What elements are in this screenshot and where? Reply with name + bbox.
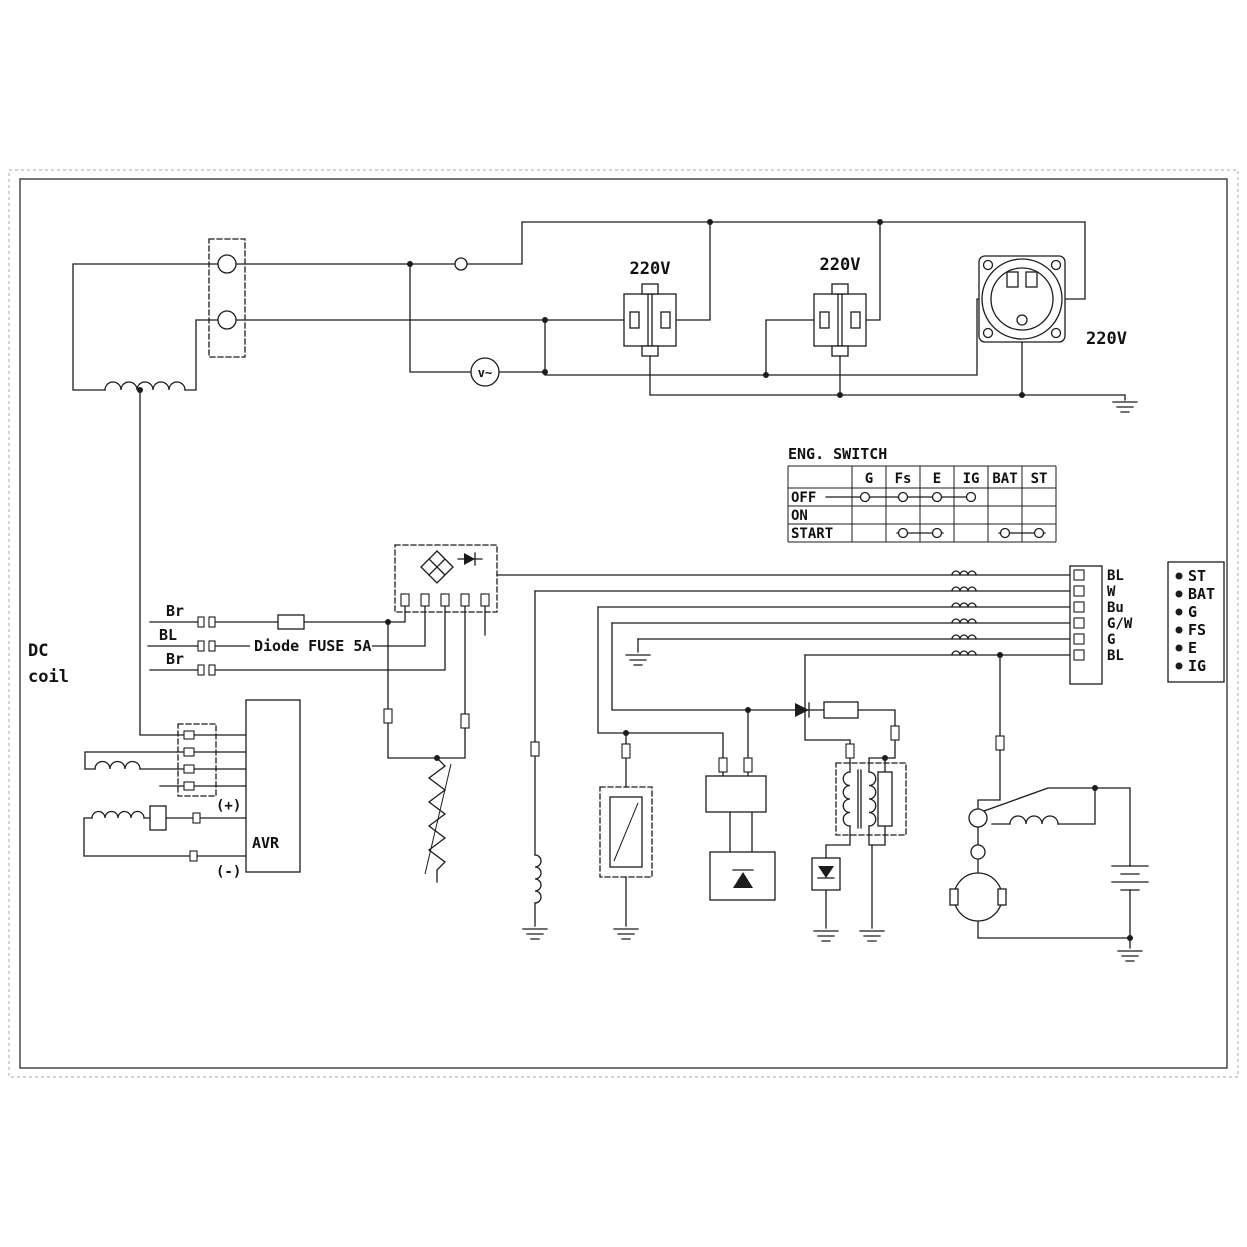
wire-dc-coil-leads <box>83 817 247 857</box>
terminal-circle-2 <box>217 310 237 330</box>
pin-label-e: E <box>1188 639 1197 657</box>
diode-fuse-label-bg <box>250 638 372 654</box>
col-e: E <box>933 471 941 487</box>
voltmeter-label: v~ <box>478 366 492 380</box>
loom-label-5: G <box>1107 632 1115 648</box>
wire-resistor-feed <box>387 605 486 759</box>
row-on: ON <box>791 508 808 524</box>
receptacle-1-label: 220V <box>630 259 671 279</box>
sense-winding-coil <box>94 760 141 770</box>
col-bat: BAT <box>992 471 1017 487</box>
terminal-circle-1 <box>217 254 237 274</box>
starter-group <box>949 808 1007 922</box>
minus-label: (-) <box>216 864 241 880</box>
col-st: ST <box>1031 471 1048 487</box>
loom-label-6: BL <box>1107 648 1124 664</box>
choke-coil <box>534 854 542 904</box>
row-start: START <box>791 526 833 542</box>
loom-label-3: Bu <box>1107 600 1124 616</box>
wire-ground-rail <box>649 338 1126 401</box>
wire-lamp-branch <box>597 606 724 927</box>
dc-coil-label-line1: DC <box>28 641 48 661</box>
wire-winding-leads <box>72 263 219 736</box>
main-winding-coil <box>104 381 186 391</box>
col-ig: IG <box>963 471 980 487</box>
pin-label-st: ST <box>1188 567 1206 585</box>
phase-wire-label-bl: BL <box>159 626 177 644</box>
ignition-coil <box>811 762 907 891</box>
switch-connector: ST BAT G FS E IG <box>1167 561 1225 683</box>
wire-avr-leads <box>84 734 247 787</box>
receptacle-2-label: 220V <box>820 255 861 275</box>
solenoid-coil <box>1009 815 1059 825</box>
diode-fuse-label: Diode FUSE 5A <box>254 637 371 655</box>
oil-sensor-lamp <box>599 786 653 878</box>
pin-label-fs: FS <box>1188 621 1206 639</box>
wire-diode-line <box>611 622 896 853</box>
phase-wire-label-br2: Br <box>166 650 184 668</box>
motor-terminal <box>970 844 986 860</box>
starter-motor <box>953 872 1003 922</box>
receptacle-3: 220V <box>978 255 1127 349</box>
avr-label: AVR <box>252 834 280 852</box>
plus-label: (+) <box>216 798 241 814</box>
rectifier-block <box>394 544 498 613</box>
coil-symbols <box>91 381 1059 904</box>
inline-connector-pins <box>189 616 1005 862</box>
engine-switch-title: ENG. SWITCH <box>788 445 887 463</box>
phase-wire-label-br1: Br <box>166 602 184 620</box>
pin-label-g: G <box>1188 603 1197 621</box>
junction-dots <box>137 219 1133 941</box>
col-g: G <box>865 471 873 487</box>
receptacle-2: 220V <box>813 255 867 357</box>
loom-connector: BL W Bu G/W G BL <box>1069 565 1133 685</box>
battery-symbol <box>1111 865 1149 891</box>
loom-label-1: BL <box>1107 568 1124 584</box>
line-fuse-icon <box>454 257 468 271</box>
control-unit <box>705 757 776 901</box>
row-off: OFF <box>791 490 816 506</box>
wire-hot <box>235 221 1086 321</box>
switch-contacts <box>825 491 1046 539</box>
diode-fuse-icon <box>277 614 305 630</box>
loom-label-4: G/W <box>1107 616 1133 632</box>
pin-label-ig: IG <box>1188 657 1206 675</box>
variable-resistor <box>424 757 452 883</box>
wire-starter <box>977 654 1131 949</box>
relay-contact <box>968 808 988 828</box>
col-fs: Fs <box>895 471 912 487</box>
wire-neutral <box>235 263 980 376</box>
wire-ign-feed <box>804 654 886 929</box>
engine-switch-table: ENG. SWITCH G Fs E IG BAT ST OFF ON STAR… <box>787 445 1057 543</box>
receptacle-1: 220V <box>623 259 677 357</box>
pin-label-bat: BAT <box>1188 585 1215 603</box>
loom-label-2: W <box>1107 584 1116 600</box>
diode-resistor <box>795 701 859 719</box>
dc-fuse-icon <box>149 805 167 831</box>
wiring <box>72 221 1149 949</box>
dc-winding-coil <box>91 810 145 819</box>
receptacle-3-label: 220V <box>1086 329 1127 349</box>
dc-coil-label-line2: coil <box>28 667 69 687</box>
voltmeter: v~ <box>470 357 500 387</box>
avr-unit: AVR (+) (-) <box>149 699 301 880</box>
generator-terminal-block <box>208 238 246 358</box>
drawing-frame <box>8 169 1239 1078</box>
wire-harness-rows <box>496 574 1071 656</box>
loom-twist-marks <box>951 570 977 656</box>
